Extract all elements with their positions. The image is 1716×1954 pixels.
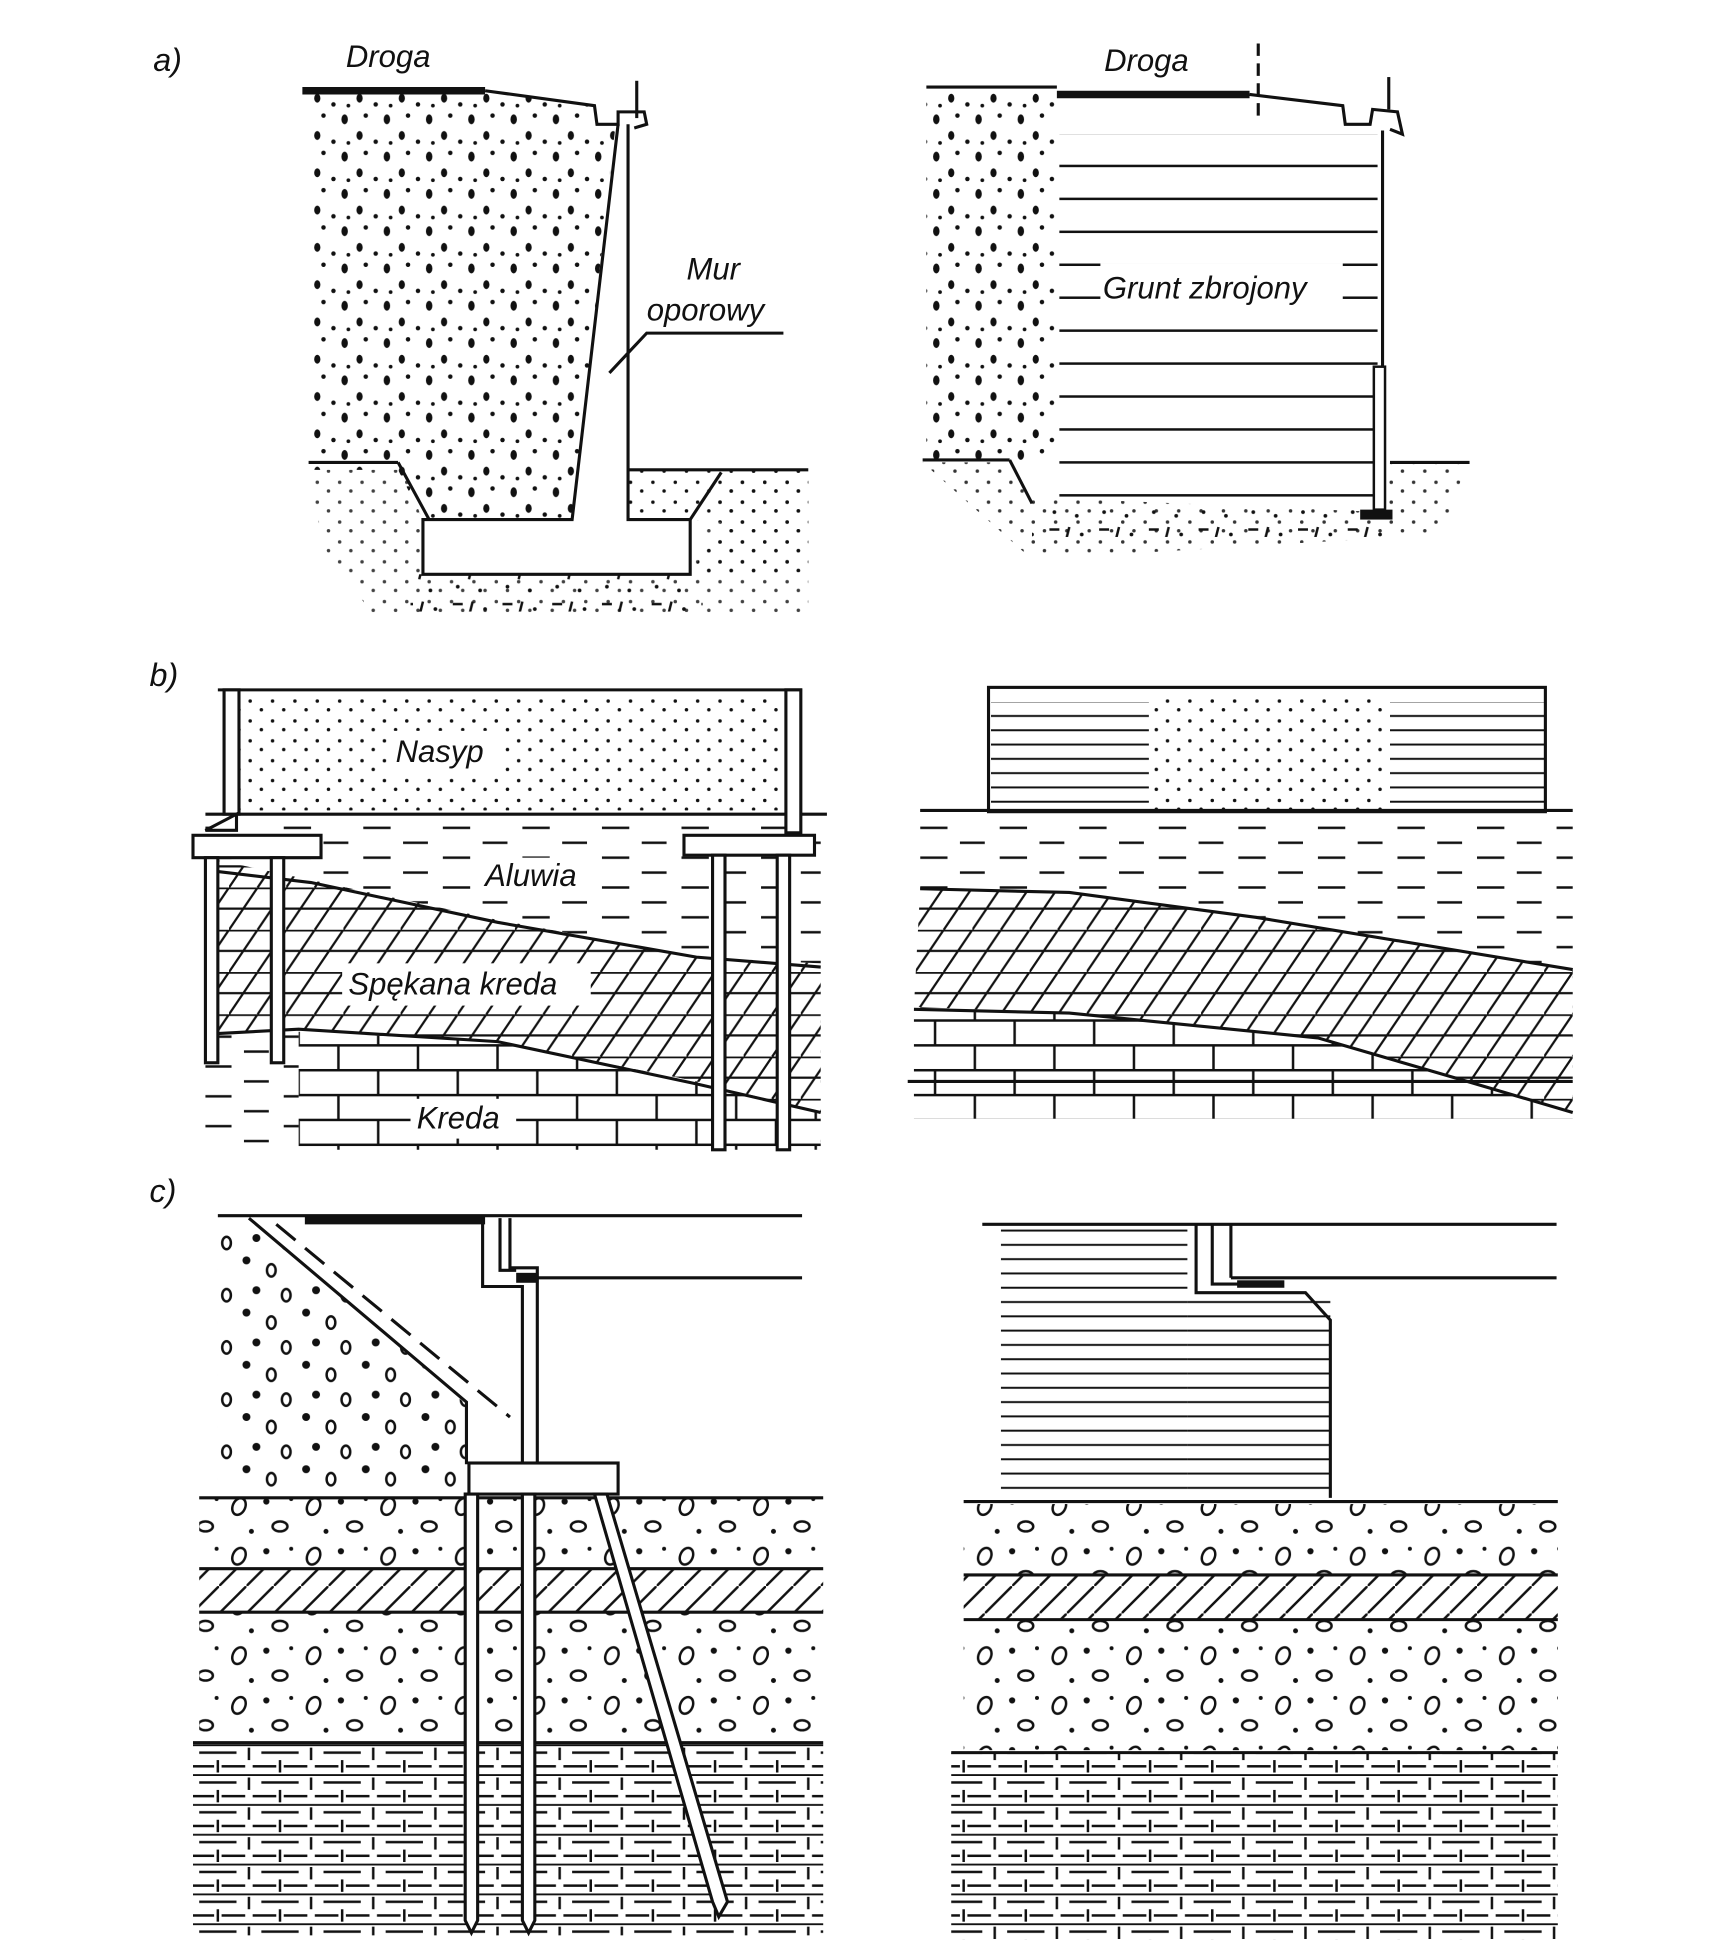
alluvium-label: Aluwia — [483, 858, 577, 893]
panel-c-reinforced-abutment — [951, 1222, 1558, 1940]
wall-label-line2: oporowy — [647, 293, 767, 328]
embankment-label: Nasyp — [396, 734, 484, 769]
panel-c-piled-abutment — [192, 1214, 824, 1937]
panel-a-conventional-wall: Droga Mur oporowy — [302, 39, 809, 616]
reinforced-soil-label: Grunt zbrojony — [1103, 270, 1309, 305]
panel-a-label: a) — [153, 42, 182, 78]
chalk-label: Kreda — [417, 1101, 500, 1136]
panel-c-label: c) — [149, 1173, 176, 1209]
road-label-right: Droga — [1104, 43, 1189, 78]
panel-a-reinforced-soil: Grunt zbrojony Droga — [922, 43, 1470, 560]
wall-label-line1: Mur — [686, 252, 741, 287]
panel-b-label: b) — [149, 657, 178, 693]
road-label-left: Droga — [346, 39, 431, 74]
panel-b-piled-embankment: Nasyp Aluwia Spękana kreda Kreda — [191, 688, 827, 1152]
panel-b-reinforced-embankment — [907, 685, 1574, 1119]
cracked-chalk-label: Spękana kreda — [348, 966, 557, 1001]
